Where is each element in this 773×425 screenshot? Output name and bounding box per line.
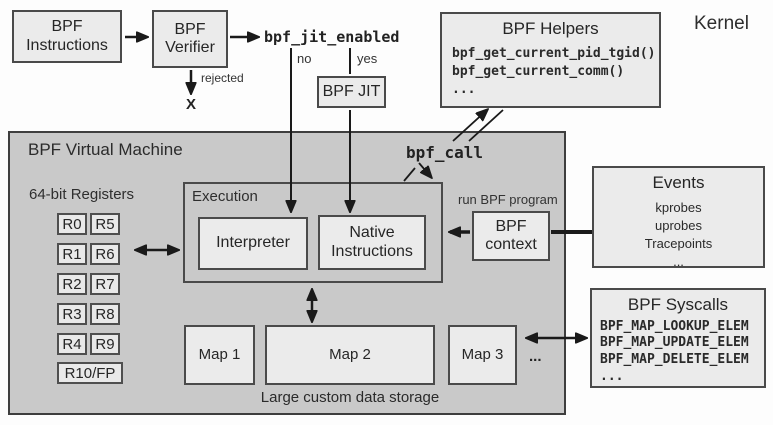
run-bpf-program-label: run BPF program — [458, 192, 558, 207]
map1-node: Map 1 — [184, 325, 255, 385]
register-label: R7 — [95, 275, 115, 293]
register-label: R1 — [62, 245, 82, 263]
event-item: ... — [673, 254, 684, 270]
map3-label: Map 3 — [461, 346, 504, 364]
map1-label: Map 1 — [198, 346, 241, 364]
register-r10-fp: R10/FP — [57, 362, 123, 384]
bpf-verifier-label: BPF Verifier — [165, 20, 215, 56]
register-label: R10/FP — [64, 364, 116, 382]
execution-title: Execution — [192, 188, 258, 205]
map3-node: Map 3 — [448, 325, 517, 385]
execution-box: Execution — [183, 182, 443, 283]
bpf-jit-enabled-label: bpf_jit_enabled — [264, 28, 400, 46]
register-r7: R7 — [90, 273, 120, 295]
bpf-instructions-node: BPF Instructions — [12, 10, 122, 63]
register-r0: R0 — [57, 213, 87, 235]
bpf-helpers-list: bpf_get_current_pid_tgid() bpf_get_curre… — [442, 45, 659, 100]
native-instructions-node: Native Instructions — [318, 215, 426, 270]
events-node: Events kprobes uprobes Tracepoints ... — [592, 166, 765, 269]
helper-item: bpf_get_current_comm() — [452, 63, 625, 79]
syscall-item: BPF_MAP_UPDATE_ELEM — [600, 335, 749, 351]
storage-caption: Large custom data storage — [260, 389, 440, 406]
register-r1: R1 — [57, 243, 87, 265]
bpf-helpers-node: BPF Helpers bpf_get_current_pid_tgid() b… — [440, 12, 661, 108]
native-instructions-label: Native Instructions — [331, 224, 413, 260]
register-r5: R5 — [90, 213, 120, 235]
registers-title: 64-bit Registers — [29, 186, 135, 203]
branch-yes-label: yes — [357, 51, 378, 66]
vm-title: BPF Virtual Machine — [28, 140, 183, 159]
register-label: R9 — [95, 335, 115, 353]
interpreter-label: Interpreter — [216, 234, 290, 252]
bpf-syscalls-title: BPF Syscalls — [627, 295, 729, 314]
bpf-call-label: bpf_call — [406, 143, 484, 162]
syscall-item: BPF_MAP_LOOKUP_ELEM — [600, 318, 749, 334]
register-r3: R3 — [57, 303, 87, 325]
register-label: R0 — [62, 215, 82, 233]
bpf-jit-label: BPF JIT — [322, 82, 381, 100]
map2-label: Map 2 — [329, 346, 371, 364]
events-list: kprobes uprobes Tracepoints ... — [594, 199, 763, 272]
event-item: uprobes — [655, 217, 702, 233]
bpf-syscalls-node: BPF Syscalls BPF_MAP_LOOKUP_ELEM BPF_MAP… — [590, 288, 766, 388]
register-label: R4 — [62, 335, 82, 353]
register-label: R3 — [62, 305, 82, 323]
helper-item: ... — [452, 81, 476, 97]
rejected-label: rejected — [201, 71, 244, 85]
bpf-context-label: BPF context — [485, 217, 537, 253]
bpf-context-node: BPF context — [472, 211, 550, 261]
rejected-x-marker: X — [186, 96, 197, 113]
register-r8: R8 — [90, 303, 120, 325]
bpf-jit-node: BPF JIT — [317, 76, 386, 108]
bpf-syscalls-list: BPF_MAP_LOOKUP_ELEM BPF_MAP_UPDATE_ELEM … — [592, 319, 764, 387]
register-r4: R4 — [57, 333, 87, 355]
register-label: R6 — [95, 245, 115, 263]
register-label: R8 — [95, 305, 115, 323]
bpf-instructions-label: BPF Instructions — [26, 18, 108, 54]
register-r2: R2 — [57, 273, 87, 295]
syscall-item: ... — [600, 369, 624, 385]
map2-node: Map 2 — [265, 325, 435, 385]
event-item: Tracepoints — [644, 235, 713, 251]
syscall-item: BPF_MAP_DELETE_ELEM — [600, 352, 749, 368]
branch-no-label: no — [297, 51, 312, 66]
interpreter-node: Interpreter — [198, 217, 308, 270]
helper-item: bpf_get_current_pid_tgid() — [452, 45, 656, 61]
maps-ellipsis: ... — [529, 348, 542, 365]
events-title: Events — [652, 173, 705, 192]
register-label: R2 — [62, 275, 82, 293]
register-label: R5 — [95, 215, 115, 233]
kernel-label: Kernel — [694, 13, 749, 34]
register-r6: R6 — [90, 243, 120, 265]
register-r9: R9 — [90, 333, 120, 355]
bpf-verifier-node: BPF Verifier — [152, 10, 228, 68]
event-item: kprobes — [655, 199, 702, 215]
bpf-helpers-title: BPF Helpers — [502, 19, 599, 38]
